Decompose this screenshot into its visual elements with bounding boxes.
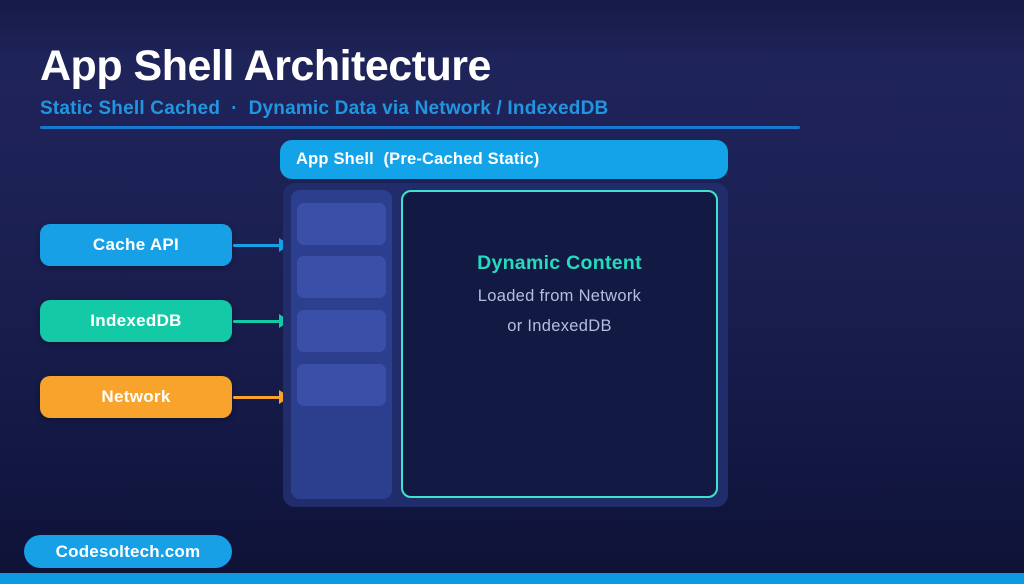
static-block (297, 203, 386, 245)
app-shell-panel: Dynamic Content Loaded from Network or I… (283, 183, 728, 507)
page-title: App Shell Architecture (40, 42, 491, 90)
static-shell-sidebar (291, 190, 392, 499)
watermark-badge: Codesoltech.com (24, 535, 232, 568)
source-label-network: Network (40, 376, 232, 418)
arrow-line (233, 396, 280, 399)
arrow-line (233, 320, 280, 323)
title-underline (40, 126, 800, 129)
static-block (297, 310, 386, 352)
static-block (297, 364, 386, 406)
bottom-accent-bar (0, 573, 1024, 584)
page-subtitle: Static Shell Cached · Dynamic Data via N… (40, 98, 609, 119)
static-block (297, 256, 386, 298)
dynamic-content-line1: Loaded from Network (477, 287, 642, 305)
dynamic-content-heading: Dynamic Content (477, 252, 642, 274)
arrow-line (233, 244, 280, 247)
dynamic-content-line2: or IndexedDB (507, 317, 612, 335)
source-label-cache-api: Cache API (40, 224, 232, 266)
dynamic-content-box: Dynamic Content Loaded from Network or I… (401, 190, 718, 498)
app-shell-header: App Shell (Pre-Cached Static) (280, 140, 728, 179)
source-label-indexeddb: IndexedDB (40, 300, 232, 342)
